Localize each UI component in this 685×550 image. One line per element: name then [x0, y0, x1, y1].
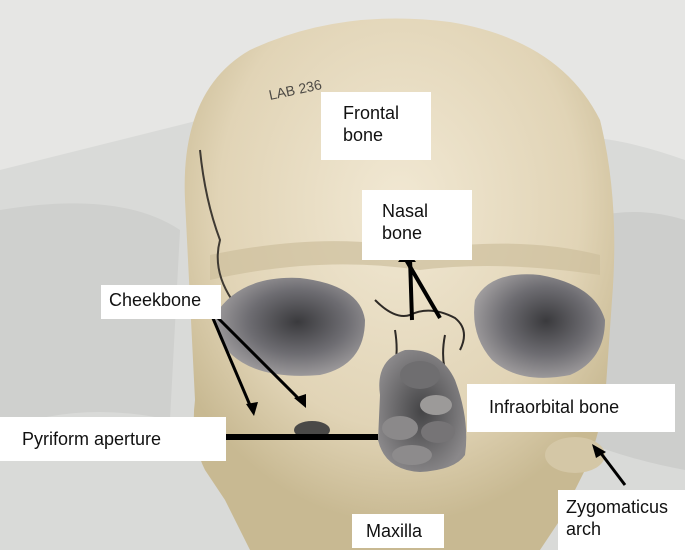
pointer-lines — [210, 250, 627, 486]
frontal-bone-label: Frontal bone — [321, 92, 431, 160]
suture-line — [374, 299, 465, 351]
nasal-bone-label: Nasal bone — [362, 190, 472, 260]
zygomatic-pointer — [598, 451, 627, 486]
maxilla-label: Maxilla — [352, 514, 444, 548]
cheekbone-arrowhead — [246, 402, 258, 416]
right-orbit — [474, 274, 605, 378]
cheekbone-label: Cheekbone — [101, 285, 221, 319]
nasal-texture — [400, 361, 440, 389]
zygomaticus-arch-label: Zygomaticus arch — [558, 490, 685, 550]
nasal-texture — [420, 395, 452, 415]
nasal-texture — [392, 445, 432, 465]
cheek-shadow — [545, 437, 605, 473]
nasal-texture — [421, 421, 455, 443]
cloth-fold — [0, 203, 180, 430]
nasal-texture — [382, 416, 418, 440]
cheekbone-pointer — [212, 312, 304, 404]
zygomatic-arrowhead — [592, 444, 606, 458]
nasal-pointer — [403, 256, 442, 320]
infraorbital-bone-label: Infraorbital bone — [467, 384, 675, 432]
pyriform-aperture-label: Pyriform aperture — [0, 417, 226, 461]
suture-line — [199, 149, 233, 301]
cheekbone-pointer — [210, 315, 254, 411]
cheekbone-arrowhead — [294, 394, 306, 408]
